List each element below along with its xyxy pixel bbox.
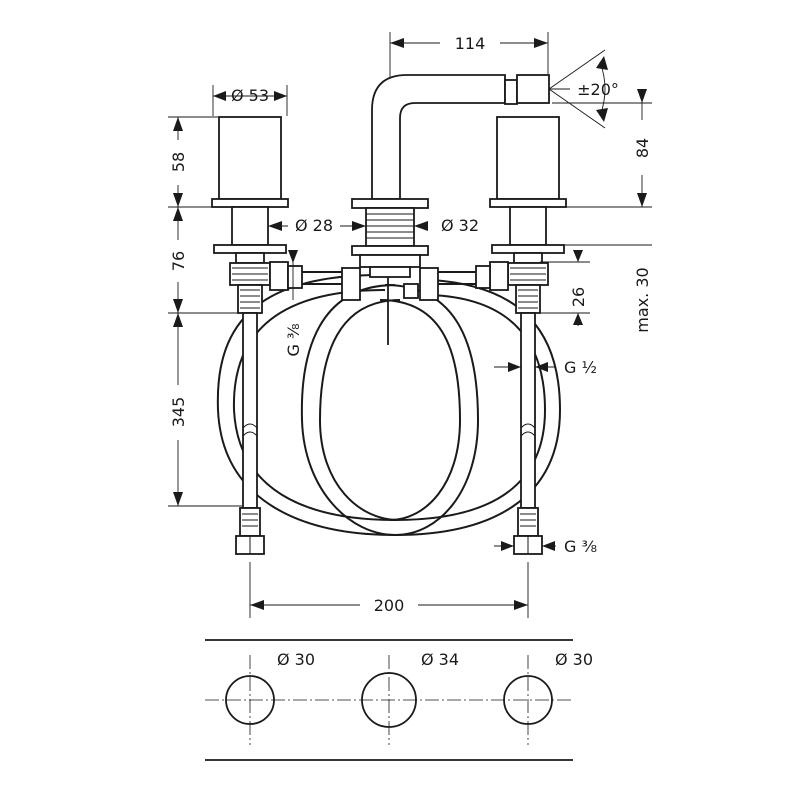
dim-left-shank-diameter: Ø 28 <box>295 216 333 235</box>
hole-pattern: Ø 30 Ø 34 Ø 30 <box>205 639 593 761</box>
dimension-labels: 114 ±20° Ø 53 58 84 76 Ø 28 Ø 32 345 26 … <box>169 34 652 615</box>
dim-thread-depth: 26 <box>569 287 588 307</box>
hole-center-label: Ø 34 <box>421 650 459 669</box>
dim-shank-height: 76 <box>169 251 188 271</box>
spout-aerator <box>516 74 550 104</box>
dim-max-deck: max. 30 <box>633 267 652 332</box>
spout-body <box>371 74 506 200</box>
left-handle-base <box>211 198 289 208</box>
dim-thread-outlet: G ⅜ <box>564 537 597 556</box>
right-supply-tube <box>520 312 536 509</box>
hole-right-label: Ø 30 <box>555 650 593 669</box>
hole-left-label: Ø 30 <box>277 650 315 669</box>
left-escutcheon <box>213 244 287 254</box>
left-shank <box>231 206 269 246</box>
right-shank <box>509 206 547 246</box>
left-handle <box>218 116 282 200</box>
dim-tilt: ±20° <box>577 80 619 99</box>
hole-right <box>503 675 553 725</box>
dim-handle-height: 58 <box>169 152 188 172</box>
dim-spout-width: 114 <box>455 34 486 53</box>
left-supply-tube <box>242 312 258 509</box>
left-valve <box>211 116 303 555</box>
dim-thread-left: G ⅜ <box>284 324 303 357</box>
dimension-lines <box>168 32 652 618</box>
dim-thread-inlet: G ½ <box>564 358 597 377</box>
hose-loops <box>216 271 562 537</box>
right-valve <box>475 116 567 555</box>
dim-spout-shank-diameter: Ø 32 <box>441 216 479 235</box>
hole-center <box>361 672 417 728</box>
hole-left <box>225 675 275 725</box>
spout-base <box>351 198 429 209</box>
dim-hose-length: 345 <box>169 397 188 428</box>
spout <box>341 74 550 345</box>
right-handle <box>496 116 560 200</box>
dim-spout-height: 84 <box>633 138 652 158</box>
dim-handle-diameter: Ø 53 <box>231 86 269 105</box>
dim-spacing: 200 <box>374 596 405 615</box>
